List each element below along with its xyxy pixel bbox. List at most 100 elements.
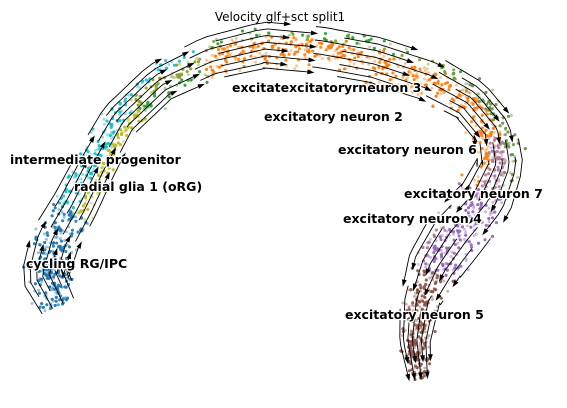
cell-point: [54, 299, 58, 303]
cell-point: [271, 44, 275, 48]
cell-point: [41, 251, 45, 255]
cell-point: [480, 113, 484, 117]
cell-point: [45, 303, 49, 307]
cell-point: [443, 70, 447, 74]
cell-point: [489, 146, 493, 150]
cell-point: [462, 237, 466, 241]
cell-point: [353, 56, 357, 60]
cell-point: [424, 265, 428, 269]
cell-point: [209, 65, 213, 69]
cell-point: [320, 57, 324, 60]
cell-point: [323, 37, 326, 41]
cell-point: [212, 40, 216, 43]
cell-point: [418, 67, 422, 71]
cell-point: [100, 161, 104, 165]
cell-point: [418, 341, 422, 345]
cell-point: [352, 48, 356, 52]
cell-point: [407, 369, 411, 373]
cell-point: [418, 67, 422, 71]
cell-point: [394, 74, 398, 78]
cell-point: [84, 195, 87, 199]
cell-point: [96, 192, 100, 196]
cell-point: [456, 241, 460, 245]
cell-point: [478, 141, 482, 145]
cell-point: [307, 49, 311, 53]
cell-point: [479, 204, 483, 208]
cell-point: [120, 131, 124, 135]
cell-point: [416, 291, 419, 295]
cell-point: [432, 235, 436, 238]
cell-point: [392, 57, 395, 61]
cell-point: [419, 362, 423, 366]
cell-point: [433, 246, 436, 250]
cell-point: [492, 130, 496, 134]
cell-point: [485, 178, 489, 182]
cell-point: [484, 223, 488, 227]
cell-point: [423, 312, 426, 316]
cell-point: [256, 44, 260, 48]
cell-point: [120, 132, 124, 136]
cell-point: [356, 55, 360, 59]
cell-point: [444, 220, 448, 224]
cell-point: [71, 206, 75, 210]
cell-point: [110, 123, 114, 126]
cell-point: [324, 32, 327, 35]
cell-point: [443, 70, 447, 74]
cell-point: [50, 214, 54, 218]
cell-point: [45, 274, 49, 278]
cell-point: [509, 153, 513, 157]
cell-point: [422, 77, 426, 81]
cell-point: [256, 44, 260, 48]
cell-point: [64, 298, 68, 302]
cell-point: [471, 84, 474, 88]
cell-point: [483, 161, 486, 165]
cell-point: [447, 88, 451, 92]
cell-point: [466, 97, 470, 100]
cell-point: [341, 45, 345, 48]
cell-point: [418, 351, 422, 355]
cell-point: [512, 143, 515, 147]
cell-point: [229, 44, 233, 48]
cell-point: [498, 132, 502, 136]
cell-point: [491, 156, 495, 160]
cell-point: [474, 124, 478, 128]
cell-point: [118, 110, 122, 114]
cell-point: [57, 245, 61, 249]
cell-point: [483, 195, 487, 199]
cell-point: [516, 175, 520, 179]
cell-point: [449, 84, 453, 87]
cell-point: [411, 309, 415, 312]
cell-point: [477, 100, 481, 104]
cell-point: [484, 111, 488, 114]
cell-point: [37, 291, 41, 295]
cell-point: [434, 288, 438, 292]
cell-point: [234, 36, 238, 40]
cell-point: [415, 303, 419, 307]
cell-point: [464, 259, 468, 263]
cell-point: [141, 104, 145, 108]
cell-point: [475, 106, 479, 110]
cell-point: [381, 67, 385, 70]
cell-point: [422, 269, 426, 273]
cell-point: [420, 91, 424, 95]
cell-point: [470, 202, 474, 206]
cell-point: [366, 83, 370, 87]
cell-point: [491, 216, 494, 220]
cell-point: [474, 108, 478, 112]
cell-point: [392, 52, 395, 56]
cell-point: [61, 219, 65, 223]
cell-point: [178, 59, 181, 63]
cell-point: [295, 37, 298, 41]
cell-point: [446, 268, 449, 272]
cell-point: [74, 215, 78, 219]
cell-point: [503, 157, 507, 161]
cell-point: [432, 233, 436, 237]
cell-point: [487, 151, 491, 155]
cell-point: [323, 37, 326, 41]
cell-point: [182, 56, 186, 59]
cell-point: [167, 63, 171, 67]
cell-point: [59, 285, 63, 288]
cell-point: [307, 50, 311, 54]
cell-point: [418, 344, 422, 348]
cell-point: [428, 362, 432, 366]
